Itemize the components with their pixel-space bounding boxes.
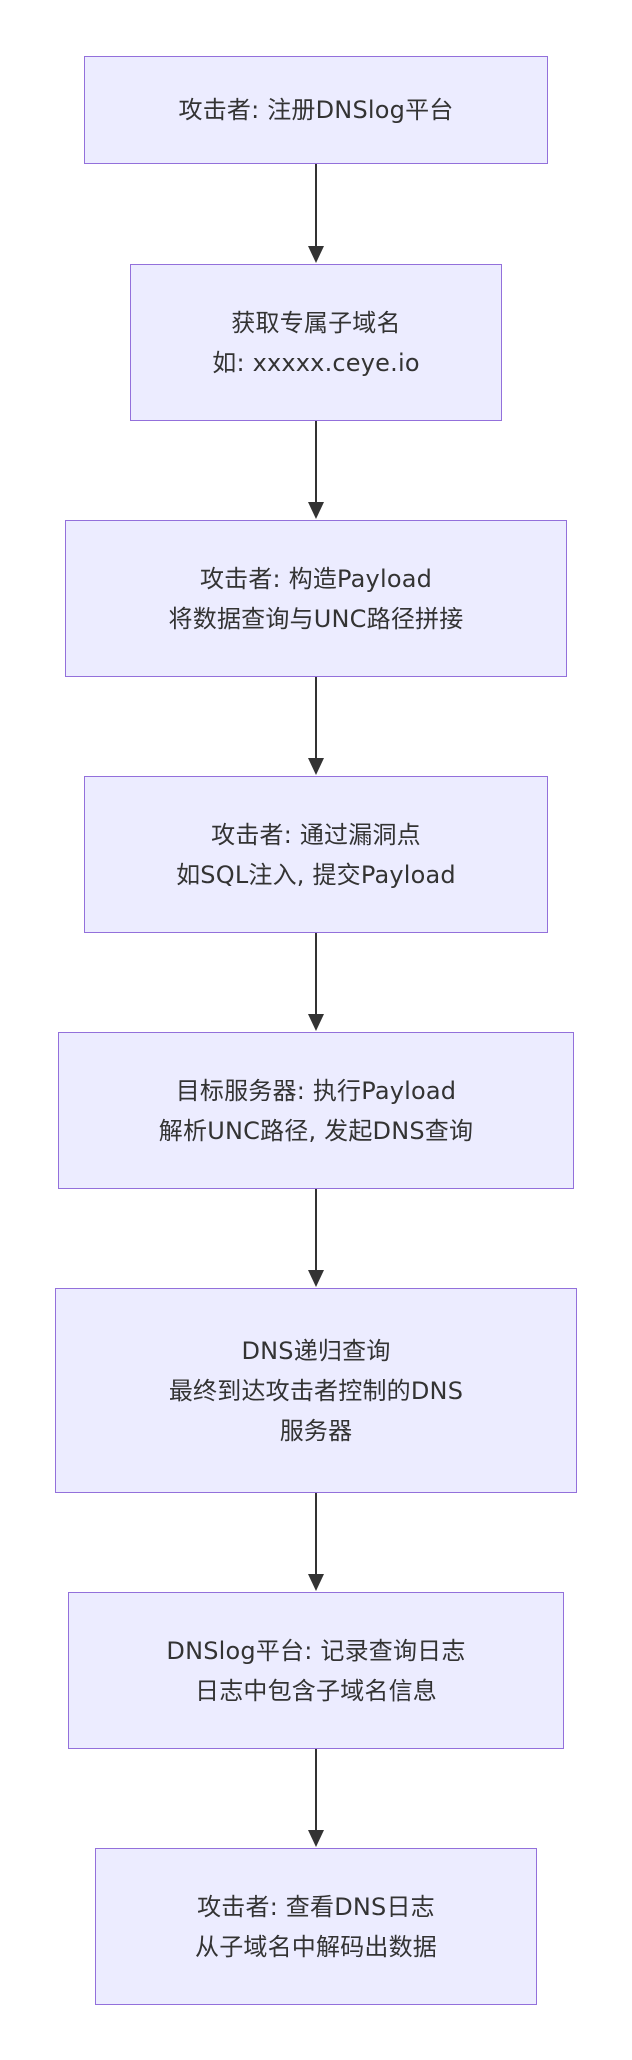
node-line: 解析UNC路径, 发起DNS查询: [158, 1116, 474, 1145]
flow-arrowhead: [308, 1270, 324, 1287]
node-line: DNSlog平台: 记录查询日志: [166, 1636, 466, 1665]
node-build-payload: 攻击者: 构造Payload 将数据查询与UNC路径拼接: [65, 520, 567, 677]
node-line: 攻击者: 构造Payload: [199, 564, 433, 593]
node-line: 目标服务器: 执行Payload: [175, 1076, 457, 1105]
node-line: 最终到达攻击者控制的DNS: [168, 1376, 464, 1405]
flow-arrowhead: [308, 1574, 324, 1591]
node-line: 日志中包含子域名信息: [195, 1676, 437, 1705]
node-line: 将数据查询与UNC路径拼接: [168, 604, 464, 633]
node-line: 如: xxxxx.ceye.io: [212, 348, 420, 377]
node-get-subdomain: 获取专属子域名 如: xxxxx.ceye.io: [130, 264, 502, 421]
node-line: 获取专属子域名: [231, 308, 401, 337]
node-register-dnslog: 攻击者: 注册DNSlog平台: [84, 56, 548, 164]
node-target-server: 目标服务器: 执行Payload 解析UNC路径, 发起DNS查询: [58, 1032, 574, 1189]
node-submit-payload: 攻击者: 通过漏洞点 如SQL注入, 提交Payload: [84, 776, 548, 933]
node-dns-recursion: DNS递归查询 最终到达攻击者控制的DNS 服务器: [55, 1288, 577, 1493]
node-line: 从子域名中解码出数据: [195, 1932, 437, 1961]
node-line: 攻击者: 查看DNS日志: [197, 1892, 435, 1921]
node-line: 如SQL注入, 提交Payload: [176, 860, 456, 889]
flow-arrowhead: [308, 1014, 324, 1031]
flow-arrowhead: [308, 502, 324, 519]
node-line: 攻击者: 通过漏洞点: [211, 820, 421, 849]
flow-arrowhead: [308, 758, 324, 775]
node-line: 服务器: [279, 1416, 353, 1445]
flow-arrowhead: [308, 246, 324, 263]
node-line: DNS递归查询: [241, 1336, 391, 1365]
node-line: 攻击者: 注册DNSlog平台: [178, 96, 454, 124]
node-view-log: 攻击者: 查看DNS日志 从子域名中解码出数据: [95, 1848, 537, 2005]
node-dnslog-record: DNSlog平台: 记录查询日志 日志中包含子域名信息: [68, 1592, 564, 1749]
flow-arrowhead: [308, 1830, 324, 1847]
